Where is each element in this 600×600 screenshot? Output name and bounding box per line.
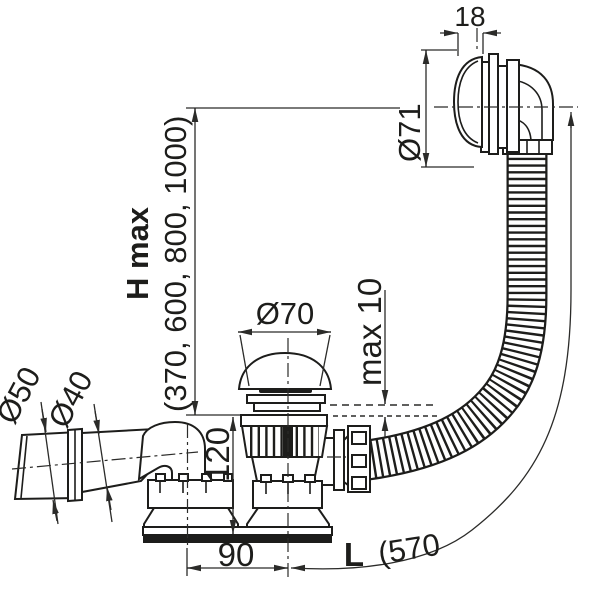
dim-height-max-values: (370, 600, 800, 1000) bbox=[158, 116, 193, 412]
plug-cap bbox=[237, 351, 333, 390]
dim-socket-diameter-label: Ø50 bbox=[0, 361, 48, 429]
siphon-base-cone-left bbox=[143, 507, 239, 530]
dim-overflow-diameter-label: Ø71 bbox=[392, 103, 427, 162]
dim-hose-length-value: (570 bbox=[376, 527, 443, 571]
dimension-height-max: H max (370, 600, 800, 1000) bbox=[120, 107, 400, 416]
overflow-flange bbox=[506, 59, 520, 153]
dim-height-max-label: H max bbox=[120, 206, 155, 300]
centerlines bbox=[11, 28, 578, 580]
corrugated-hose bbox=[364, 151, 548, 481]
tub-floor-dashes bbox=[330, 404, 438, 417]
overflow-cap-assembly bbox=[452, 53, 554, 155]
dim-panel-thickness-label: max 10 bbox=[351, 278, 388, 386]
dim-plug-diameter-label: Ø70 bbox=[256, 296, 315, 331]
base-plate bbox=[142, 526, 333, 543]
dimension-flange-width: 18 bbox=[440, 1, 501, 56]
outlet-elbow bbox=[137, 420, 206, 481]
dim-outlet-offset-label: 90 bbox=[218, 536, 255, 573]
plug-flange bbox=[240, 414, 328, 427]
siphon-nut-left bbox=[147, 479, 234, 509]
dim-body-height-label: 120 bbox=[199, 427, 236, 482]
dimension-overflow-diameter: Ø71 bbox=[392, 49, 474, 168]
dim-hose-length-label: L bbox=[344, 536, 364, 573]
dimension-body-height: 120 bbox=[199, 417, 237, 534]
dimension-panel-thickness: max 10 bbox=[351, 278, 389, 437]
dim-pipe-diameter-label: Ø40 bbox=[41, 365, 99, 433]
dimension-plug-diameter: Ø70 bbox=[238, 296, 331, 387]
dim-flange-width-label: 18 bbox=[454, 1, 485, 32]
dimension-outlet-offset: 90 bbox=[186, 536, 288, 576]
